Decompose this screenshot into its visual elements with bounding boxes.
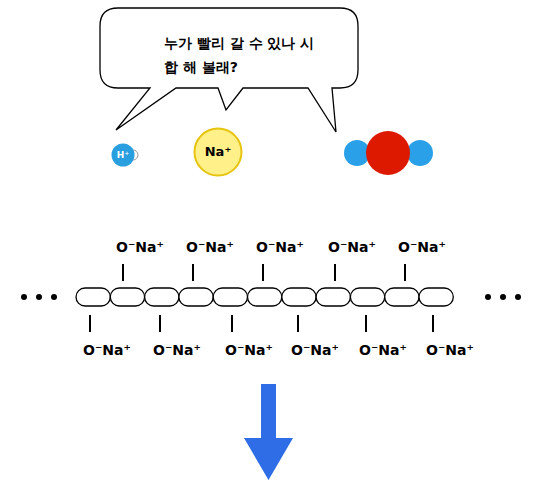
- group-label: O⁻Na⁺: [116, 239, 164, 255]
- hydrogen-ion: H⁺: [110, 142, 140, 168]
- oxygen-atom: [366, 131, 410, 175]
- speech-bubble: 누가 빨리 갈 수 있나 시합 해 볼래?: [98, 4, 362, 136]
- group-label: O⁻Na⁺: [398, 239, 446, 255]
- down-arrow: [244, 384, 293, 480]
- group-label: O⁻Na⁺: [328, 239, 376, 255]
- ion-label: H⁺: [111, 147, 135, 163]
- group-label: O⁻Na⁺: [359, 342, 407, 358]
- group-label: O⁻Na⁺: [256, 239, 304, 255]
- ion-label: Na⁺: [193, 127, 243, 177]
- speech-text: 누가 빨리 갈 수 있나 시합 해 볼래?: [164, 31, 324, 79]
- group-label: O⁻Na⁺: [291, 342, 339, 358]
- group-label: O⁻Na⁺: [426, 342, 474, 358]
- polymer-chain: [76, 288, 453, 306]
- group-label: O⁻Na⁺: [186, 239, 234, 255]
- group-label: O⁻Na⁺: [153, 342, 201, 358]
- bond-line: [90, 264, 433, 332]
- group-label: O⁻Na⁺: [225, 342, 273, 358]
- sodium-ion: Na⁺: [193, 127, 243, 177]
- hydrogen-atom: [407, 140, 433, 166]
- group-label: O⁻Na⁺: [83, 342, 131, 358]
